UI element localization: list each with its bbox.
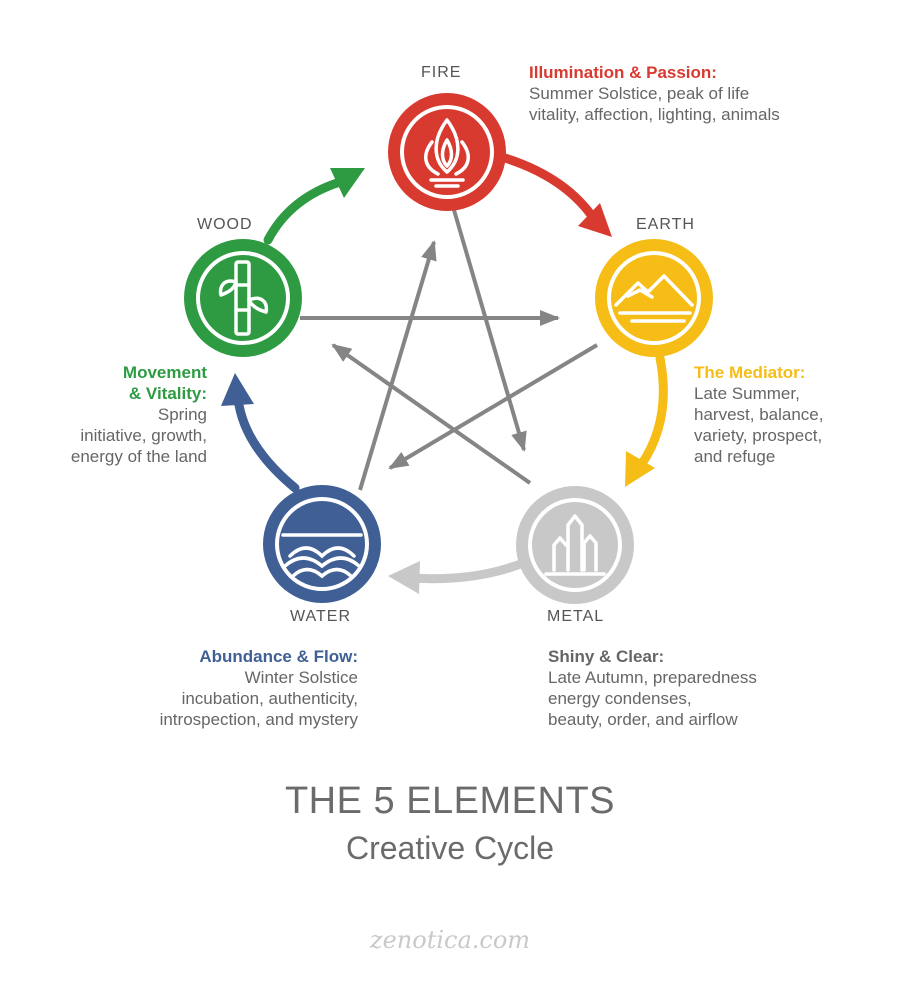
- fire-heading: Illumination & Passion:: [529, 63, 717, 82]
- wood-heading-2: & Vitality:: [128, 384, 207, 403]
- water-node: [263, 485, 381, 603]
- earth-heading: The Mediator:: [694, 363, 806, 382]
- water-to-fire-line: [358, 240, 437, 491]
- star-lines: [300, 209, 599, 491]
- earth-description: The Mediator: Late Summer, harvest, bala…: [694, 362, 823, 467]
- metal-node: [516, 486, 634, 604]
- fire-label: FIRE: [421, 64, 462, 81]
- bamboo-icon: [218, 260, 269, 336]
- crystal-icon: [544, 514, 606, 576]
- earth-to-metal-arrowhead: [625, 451, 655, 487]
- earth-node: [595, 239, 713, 357]
- earth-line-4: and refuge: [694, 447, 776, 466]
- earth-label: EARTH: [636, 216, 695, 233]
- page-subtitle: Creative Cycle: [345, 830, 555, 866]
- flame-icon: [424, 118, 470, 188]
- fire-line-2: vitality, affection, lighting, animals: [529, 105, 780, 124]
- wave-icon: [281, 533, 363, 579]
- water-line-1: Winter Solstice: [244, 668, 358, 687]
- water-label: WATER: [290, 608, 351, 625]
- water-to-wood-arrowhead: [221, 373, 254, 406]
- metal-to-wood-line: [331, 343, 532, 485]
- water-heading: Abundance & Flow:: [199, 647, 358, 666]
- wood-heading-1: Movement: [122, 363, 207, 382]
- wood-line-1: Spring: [157, 405, 207, 424]
- wood-to-fire-arrowhead: [330, 168, 365, 198]
- wood-description: Movement & Vitality: Spring initiative, …: [20, 362, 207, 467]
- fire-to-earth-arrowhead: [578, 203, 612, 237]
- water-description: Abundance & Flow: Winter Solstice incuba…: [100, 646, 358, 730]
- water-to-wood-arrow: [233, 393, 300, 493]
- metal-line-2: energy condenses,: [548, 689, 692, 708]
- earth-line-2: harvest, balance,: [694, 405, 824, 424]
- metal-line-3: beauty, order, and airflow: [548, 710, 738, 729]
- fire-to-metal-line: [452, 209, 527, 452]
- earth-line-3: variety, prospect,: [694, 426, 823, 445]
- fire-node: [388, 93, 506, 211]
- metal-label: METAL: [547, 608, 605, 625]
- water-line-3: introspection, and mystery: [159, 710, 358, 729]
- mountain-icon: [614, 274, 694, 323]
- metal-description: Shiny & Clear: Late Autumn, preparedness…: [548, 646, 757, 730]
- metal-to-water-arrowhead: [388, 561, 420, 594]
- page-title: THE 5 ELEMENTS: [284, 780, 616, 822]
- wood-line-3: energy of the land: [70, 447, 207, 466]
- earth-to-water-line: [388, 343, 599, 470]
- fire-to-earth-arrow: [500, 153, 601, 227]
- wood-node: [184, 239, 302, 357]
- wood-label: WOOD: [197, 216, 253, 233]
- water-line-2: incubation, authenticity,: [181, 689, 358, 708]
- cycle-arrows: [221, 153, 668, 594]
- metal-line-1: Late Autumn, preparedness: [548, 668, 757, 687]
- metal-heading: Shiny & Clear:: [548, 647, 665, 666]
- wood-line-2: initiative, growth,: [80, 426, 207, 445]
- site-credit: zenotica.com: [369, 926, 531, 954]
- fire-line-1: Summer Solstice, peak of life: [529, 84, 750, 103]
- metal-to-water-arrow: [407, 558, 528, 584]
- fire-description: Illumination & Passion: Summer Solstice,…: [529, 62, 780, 125]
- earth-to-metal-arrow: [636, 353, 668, 470]
- earth-line-1: Late Summer,: [694, 384, 800, 403]
- wood-to-fire-arrow: [263, 177, 345, 245]
